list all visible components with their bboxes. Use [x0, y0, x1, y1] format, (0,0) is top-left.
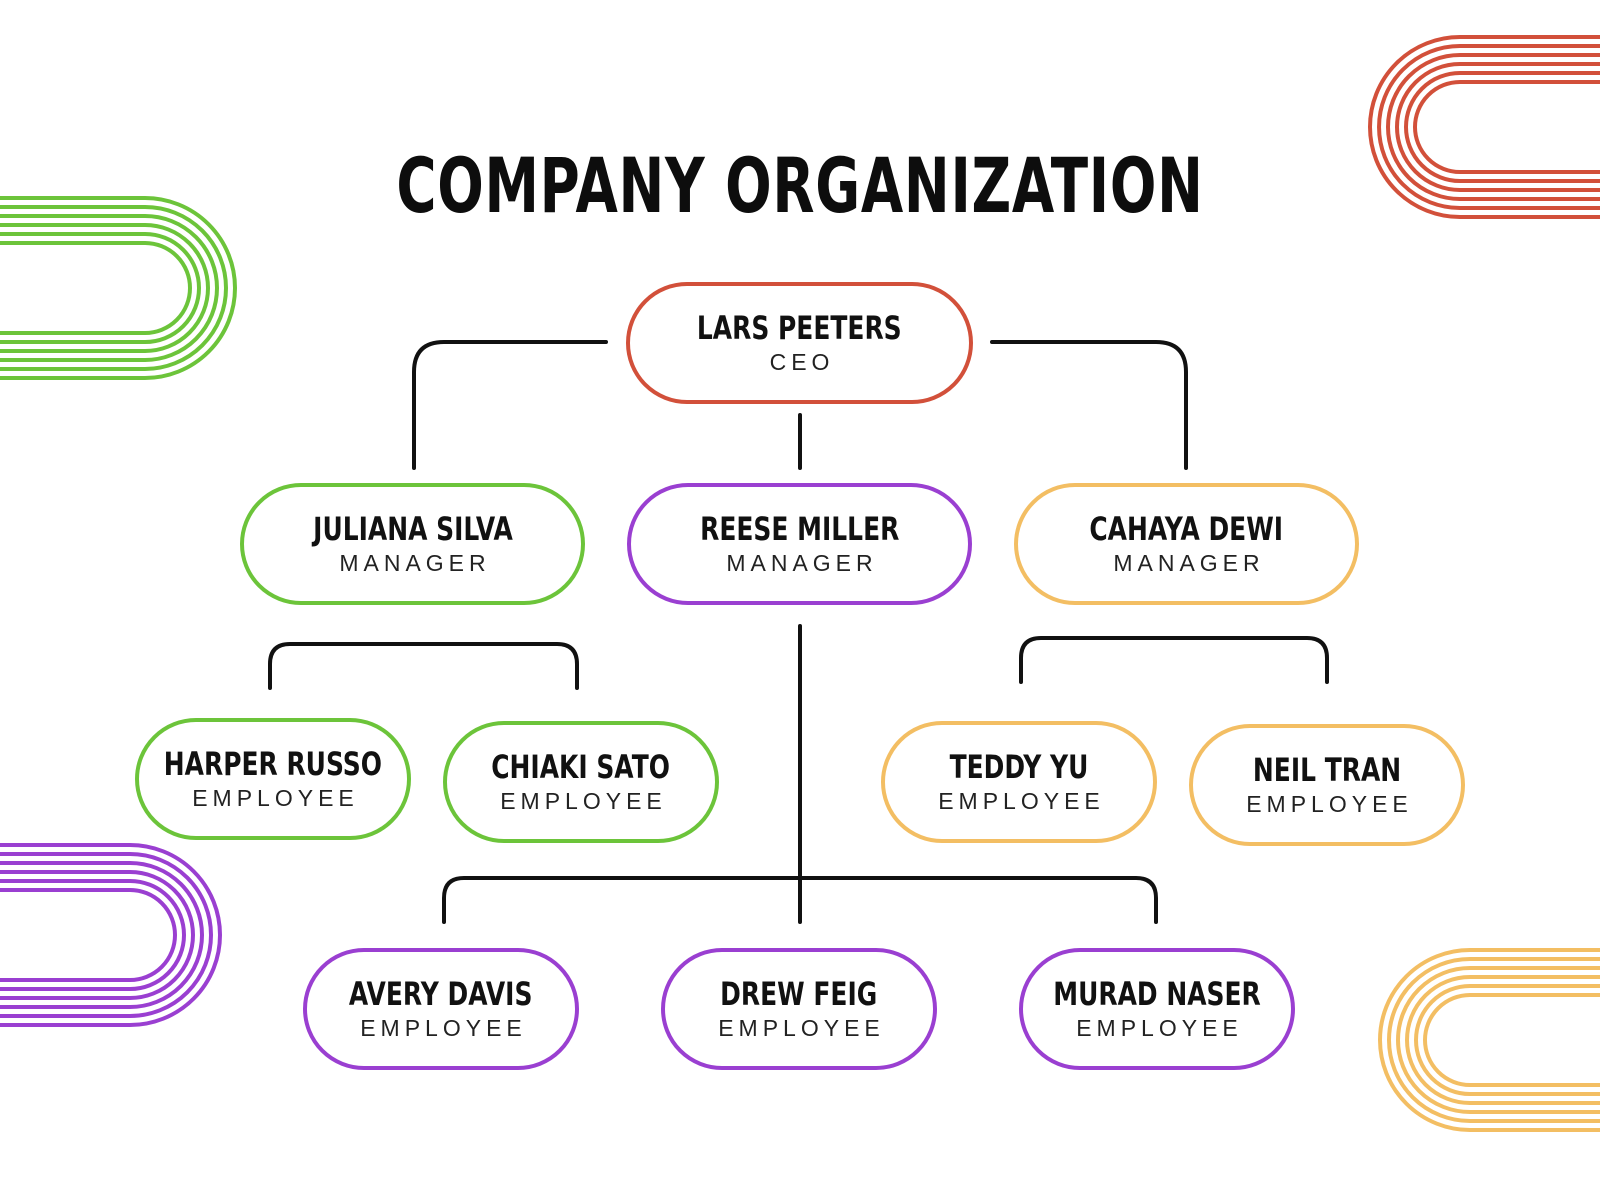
node-role: EMPLOYEE	[718, 1015, 885, 1041]
arc-stripe	[0, 852, 213, 1018]
node-role: EMPLOYEE	[1076, 1015, 1243, 1041]
yellow-arc-right	[1378, 948, 1600, 1132]
node-manager-juliana: JULIANA SILVA MANAGER	[240, 483, 585, 605]
arc-stripe	[0, 843, 222, 1027]
node-role: EMPLOYEE	[360, 1015, 527, 1041]
arc-stripe	[0, 870, 195, 1000]
node-employee-drew: DREW FEIG EMPLOYEE	[661, 948, 937, 1070]
node-role: CEO	[769, 349, 835, 375]
node-name: JULIANA SILVA	[312, 510, 513, 548]
node-name: REESE MILLER	[699, 510, 900, 548]
node-name: HARPER RUSSO	[163, 745, 383, 783]
arc-stripe	[1378, 948, 1600, 1132]
connector-ceo-juliana	[412, 340, 608, 470]
node-role: MANAGER	[1113, 550, 1265, 576]
connector-juliana-employees	[268, 642, 579, 690]
purple-arc-left	[0, 843, 222, 1027]
connector-reese-employees	[442, 876, 1158, 924]
node-name: DREW FEIG	[720, 975, 878, 1013]
node-employee-harper: HARPER RUSSO EMPLOYEE	[135, 718, 411, 840]
node-employee-chiaki: CHIAKI SATO EMPLOYEE	[443, 721, 719, 843]
arc-stripe	[1386, 53, 1600, 201]
node-ceo: LARS PEETERS CEO	[626, 282, 973, 404]
node-manager-cahaya: CAHAYA DEWI MANAGER	[1014, 483, 1359, 605]
arc-stripe	[0, 205, 228, 371]
page-title: COMPANY ORGANIZATION	[396, 141, 1204, 230]
node-name: CAHAYA DEWI	[1089, 510, 1284, 548]
node-name: CHIAKI SATO	[491, 748, 671, 786]
arc-stripe	[0, 223, 210, 353]
node-name: LARS PEETERS	[697, 309, 902, 347]
arc-stripe	[0, 888, 177, 982]
arc-stripe	[0, 861, 204, 1009]
arc-stripe	[1413, 80, 1600, 174]
arc-stripe	[1368, 35, 1600, 219]
connector-ceo-cahaya	[990, 340, 1188, 470]
node-name: MURAD NASER	[1053, 975, 1261, 1013]
arc-stripe	[1414, 984, 1600, 1096]
node-name: NEIL TRAN	[1252, 751, 1402, 789]
node-role: EMPLOYEE	[192, 785, 359, 811]
arc-stripe	[0, 232, 201, 344]
node-role: EMPLOYEE	[938, 788, 1105, 814]
arc-stripe	[0, 241, 192, 335]
node-employee-avery: AVERY DAVIS EMPLOYEE	[303, 948, 579, 1070]
arc-stripe	[1404, 71, 1600, 183]
arc-stripe	[0, 214, 219, 362]
node-employee-neil: NEIL TRAN EMPLOYEE	[1189, 724, 1465, 846]
connector-cahaya-employees	[1019, 636, 1329, 684]
green-arc-left	[0, 196, 237, 380]
node-role: EMPLOYEE	[1246, 791, 1413, 817]
arc-stripe	[0, 196, 237, 380]
arc-stripe	[1377, 44, 1600, 210]
arc-stripe	[1395, 62, 1600, 192]
red-arc-right	[1368, 35, 1600, 219]
arc-stripe	[1423, 993, 1600, 1087]
node-name: TEDDY YU	[949, 748, 1089, 786]
arc-stripe	[0, 879, 186, 991]
arc-stripe	[1405, 975, 1600, 1105]
node-role: MANAGER	[339, 550, 491, 576]
arc-stripe	[1387, 957, 1600, 1123]
node-manager-reese: REESE MILLER MANAGER	[627, 483, 972, 605]
node-role: MANAGER	[726, 550, 878, 576]
node-employee-murad: MURAD NASER EMPLOYEE	[1019, 948, 1295, 1070]
node-role: EMPLOYEE	[500, 788, 667, 814]
node-name: AVERY DAVIS	[349, 975, 533, 1013]
arc-stripe	[1396, 966, 1600, 1114]
node-employee-teddy: TEDDY YU EMPLOYEE	[881, 721, 1157, 843]
